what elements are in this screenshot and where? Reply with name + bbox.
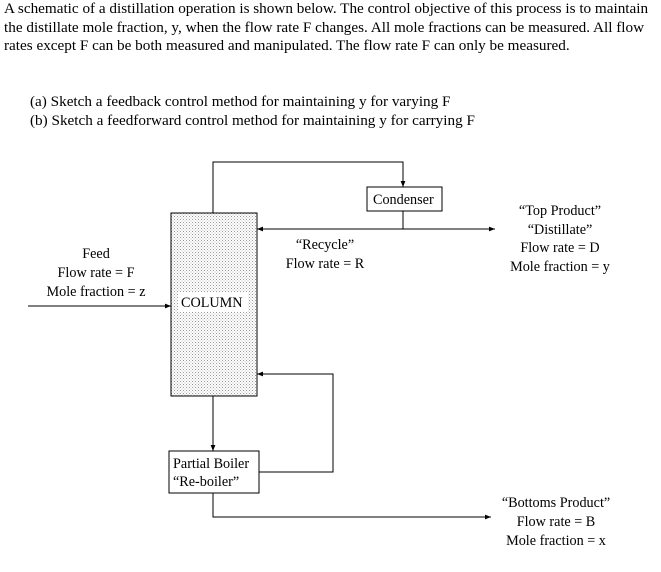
reboiler-label-line2: “Re-boiler” [173,474,239,490]
feed-fraction-label: Mole fraction = z [46,284,145,300]
column-label-bg [178,292,248,312]
bottoms-flow-label: Flow rate = B [517,514,596,530]
distillate-fraction-label: Mole fraction = y [510,259,611,275]
distillate-flow-label: Flow rate = D [520,240,599,256]
bottoms-product-label: “Bottoms Product” [502,495,610,511]
top-product-label: “Top Product” [519,203,601,219]
reboiler-label-line1: Partial Boiler [173,456,249,472]
condenser-box [366,186,443,212]
question-parts: (a) Sketch a feedback control method for… [30,93,475,130]
feed-label: Feed [82,246,110,262]
column-label: COLUMN [181,295,242,311]
reboiler-box [168,450,260,494]
distillate-label: “Distillate” [528,222,593,238]
part-b: (b) Sketch a feedforward control method … [30,111,475,129]
recycle-flow-label: Flow rate = R [286,256,365,272]
reboiler-return-line [257,371,334,473]
bottoms-fraction-label: Mole fraction = x [506,533,606,549]
problem-statement: A schematic of a distillation operation … [4,0,649,55]
recycle-label: “Recycle” [296,237,354,253]
feed-flow-label: Flow rate = F [58,265,135,281]
part-a: (a) Sketch a feedback control method for… [30,93,451,110]
condenser-label: Condenser [373,192,434,208]
bottoms-product-line [212,493,491,520]
vapor-line [212,161,406,213]
